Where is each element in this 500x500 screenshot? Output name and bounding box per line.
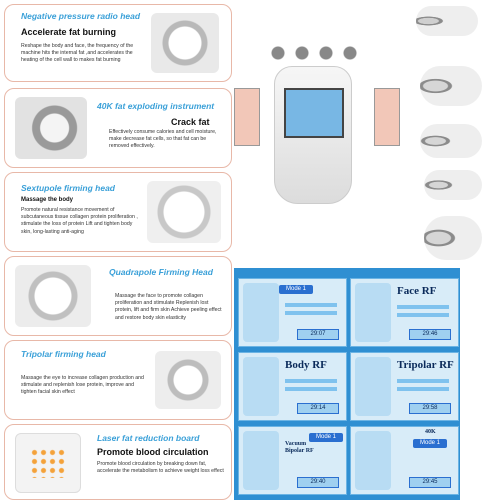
quadrapole-head-icon [15,265,91,327]
level-bar [285,303,337,307]
feature-description: Effectively consume calories and cell mo… [109,129,217,150]
feature-card-tripolar: Tripolar firming head Massage the eye to… [4,340,232,420]
timer-readout: 29:46 [409,329,451,340]
probe-icon [420,124,482,158]
screen-tile: Body RF 29:14 [238,352,347,421]
probe-icon [424,216,482,260]
feature-card-quadrapole: Quadrapole Firming Head Massage the face… [4,256,232,336]
feature-card-negative-pressure: Negative pressure radio head Accelerate … [4,4,232,82]
timer-readout: 29:07 [297,329,339,340]
level-bar [285,387,337,391]
device-illustration [232,40,400,210]
mode-label: Mode 1 [413,439,447,448]
right-pad [374,88,400,146]
laser-pad-icon [15,433,81,493]
mode-label: Mode 1 [279,285,313,294]
feature-subtitle: Accelerate fat burning [21,27,117,37]
screen-thumbnail [243,283,279,342]
timer-readout: 29:58 [409,403,451,414]
timer-readout: 29:45 [409,477,451,488]
feature-title: Tripolar firming head [21,349,106,359]
mode-title: Vacuum Bipolar RF [285,441,314,454]
top-probes [266,40,362,66]
laser-dots [30,448,66,478]
feature-description: Promote natural resistance movement of s… [21,207,138,235]
mode-label: Mode 1 [309,433,343,442]
screen-tile: Vacuum Bipolar RF Mode 1 29:40 [238,426,347,495]
screen-tile: 40K Mode 1 29:45 [350,426,459,495]
feature-title: Laser fat reduction board [97,433,200,443]
mode-title: 40K [425,429,436,435]
level-bar [397,387,449,391]
screen-thumbnail [355,283,391,342]
device-screen [284,88,344,138]
left-pad [234,88,260,146]
feature-card-sextupole: Sextupole firming head Massage the body … [4,172,232,252]
screen-tile: Face RF 29:46 [350,278,459,347]
screen-thumbnail [243,431,279,490]
feature-card-laser: Laser fat reduction board Promote blood … [4,424,232,500]
feature-subtitle: Massage the body [21,197,74,203]
probe-icon [424,170,482,200]
screen-thumbnail [355,357,391,416]
screen-tile: Mode 1 29:07 [238,278,347,347]
feature-description: Massage the face to promote collagen pro… [115,293,222,321]
level-bar [285,379,337,383]
timer-readout: 29:14 [297,403,339,414]
interface-screens: Mode 1 29:07 Face RF 29:46 Body RF 29:14… [234,268,460,500]
timer-readout: 29:40 [297,477,339,488]
feature-title: 40K fat exploding instrument [97,101,215,111]
level-bar [397,313,449,317]
screen-tile: Tripolar RF 29:58 [350,352,459,421]
mode-title: Face RF [397,285,437,297]
negative-pressure-head-icon [151,13,219,73]
probe-icon [416,6,478,36]
tripolar-head-icon [155,351,221,409]
screen-thumbnail [243,357,279,416]
mode-title: Tripolar RF [397,359,454,371]
feature-description: Reshape the body and face, the frequency… [21,43,134,64]
mode-title: Body RF [285,359,327,371]
cavitation-head-icon [15,97,87,159]
level-bar [397,305,449,309]
feature-title: Sextupole firming head [21,183,115,193]
level-bar [397,379,449,383]
feature-title: Negative pressure radio head [21,11,141,21]
probe-icon [420,66,482,106]
feature-description: Promote blood circulation by breaking do… [97,461,224,475]
feature-card-40k: 40K fat exploding instrument Crack fat E… [4,88,232,168]
level-bar [285,311,337,315]
screen-thumbnail [355,431,391,490]
sextupole-head-icon [147,181,221,243]
feature-subtitle: Crack fat [171,117,210,127]
feature-title: Quadrapole Firming Head [109,267,213,277]
feature-subtitle: Promote blood circulation [97,447,209,457]
feature-description: Massage the eye to increase collagen pro… [21,375,144,396]
